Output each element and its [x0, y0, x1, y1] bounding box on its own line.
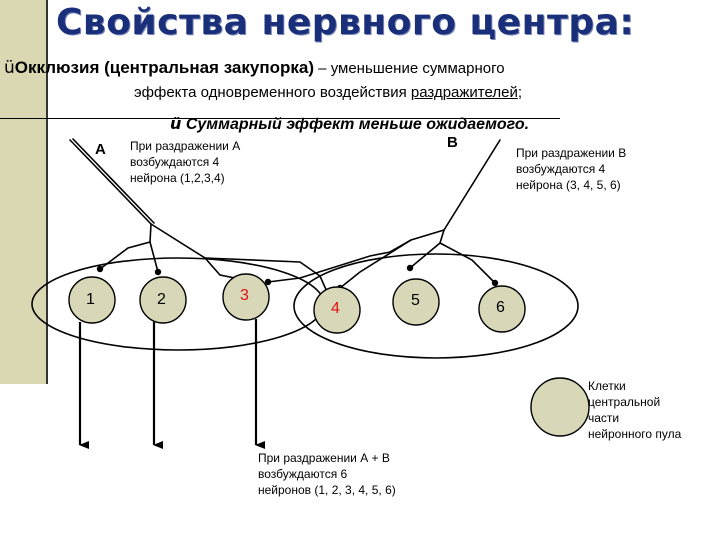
note-line: нейронов (1, 2, 3, 4, 5, 6) — [258, 482, 396, 498]
note-line: нейрона (3, 4, 5, 6) — [516, 177, 626, 193]
note-line: При раздражении А — [130, 138, 240, 154]
fiber-a-to-1 — [100, 224, 151, 269]
note-line: возбуждаются 4 — [516, 161, 626, 177]
legend-line: части — [588, 410, 681, 426]
input-a-label: А — [95, 141, 106, 158]
neuron-1-label: 1 — [86, 291, 95, 309]
note-stimulus-ab: При раздражении А + В возбуждаются 6 ней… — [258, 450, 396, 498]
note-line: возбуждаются 6 — [258, 466, 396, 482]
legend-line: нейронного пула — [588, 426, 681, 442]
neuron-3-label: 3 — [240, 287, 249, 305]
legend-text: Клетки центральной части нейронного пула — [588, 378, 681, 442]
summary-line: ü Суммарный эффект меньше ожидаемого. — [170, 114, 529, 134]
neuron-2-label: 2 — [157, 291, 166, 309]
input-b-label: В — [447, 134, 458, 151]
fiber-b-to-6 — [440, 243, 495, 283]
neuron-6-label: 6 — [496, 299, 505, 317]
neuron-4-label: 4 — [331, 300, 340, 318]
check-mark-icon: ü — [170, 114, 181, 133]
note-line: нейрона (1,2,3,4) — [130, 170, 240, 186]
neuron-5-label: 5 — [411, 292, 420, 310]
efferent-arrows — [80, 319, 256, 445]
note-line: При раздражении А + В — [258, 450, 396, 466]
legend-line: Клетки — [588, 378, 681, 394]
note-stimulus-a: При раздражении А возбуждаются 4 нейрона… — [130, 138, 240, 186]
summary-text: Суммарный эффект меньше ожидаемого. — [186, 116, 529, 133]
fiber-b-main — [444, 140, 500, 230]
note-line: возбуждаются 4 — [130, 154, 240, 170]
legend-neuron-swatch — [531, 378, 589, 436]
note-stimulus-b: При раздражении В возбуждаются 4 нейрона… — [516, 145, 626, 193]
fiber-a-to-2 — [150, 242, 158, 272]
fiber-a-to-3 — [151, 224, 245, 280]
neuron-cells — [69, 274, 589, 436]
legend-line: центральной — [588, 394, 681, 410]
note-line: При раздражении В — [516, 145, 626, 161]
